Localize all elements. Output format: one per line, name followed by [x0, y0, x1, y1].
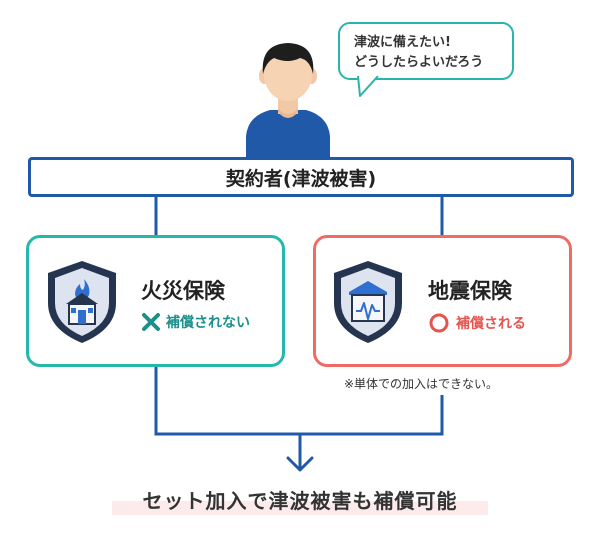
cross-icon — [142, 313, 160, 331]
policyholder-banner: 契約者(津波被害) — [28, 157, 574, 197]
fire-insurance-status: 補償されない — [141, 312, 250, 332]
earthquake-status-label: 補償される — [456, 316, 526, 332]
earthquake-note: ※単体での加入はできない。 — [344, 377, 499, 391]
person-face — [264, 47, 312, 101]
earthquake-insurance-status: 補償される — [428, 312, 526, 334]
earthquake-insurance-title: 地震保険 — [428, 279, 512, 303]
result-text: セット加入で津波被害も補償可能 — [142, 488, 458, 513]
down-arrow-icon — [286, 456, 314, 472]
person-illustration — [246, 43, 330, 160]
speech-bubble: 津波に備えたい! どうしたらよいだろう — [338, 22, 514, 80]
person-shirt — [246, 110, 330, 160]
speech-line-1: 津波に備えたい! — [354, 35, 451, 50]
earthquake-house-shield-icon — [334, 261, 402, 343]
speech-line-2: どうしたらよいだろう — [354, 55, 484, 70]
person-hair — [262, 43, 314, 74]
fire-status-label: 補償されない — [166, 315, 250, 331]
result-highlight — [112, 501, 488, 515]
policyholder-label: 契約者(津波被害) — [225, 167, 377, 190]
fire-insurance-title: 火災保険 — [141, 279, 225, 303]
speech-bubble-tail — [357, 76, 379, 97]
fire-house-shield-icon — [48, 261, 116, 343]
circle-icon — [429, 313, 449, 333]
